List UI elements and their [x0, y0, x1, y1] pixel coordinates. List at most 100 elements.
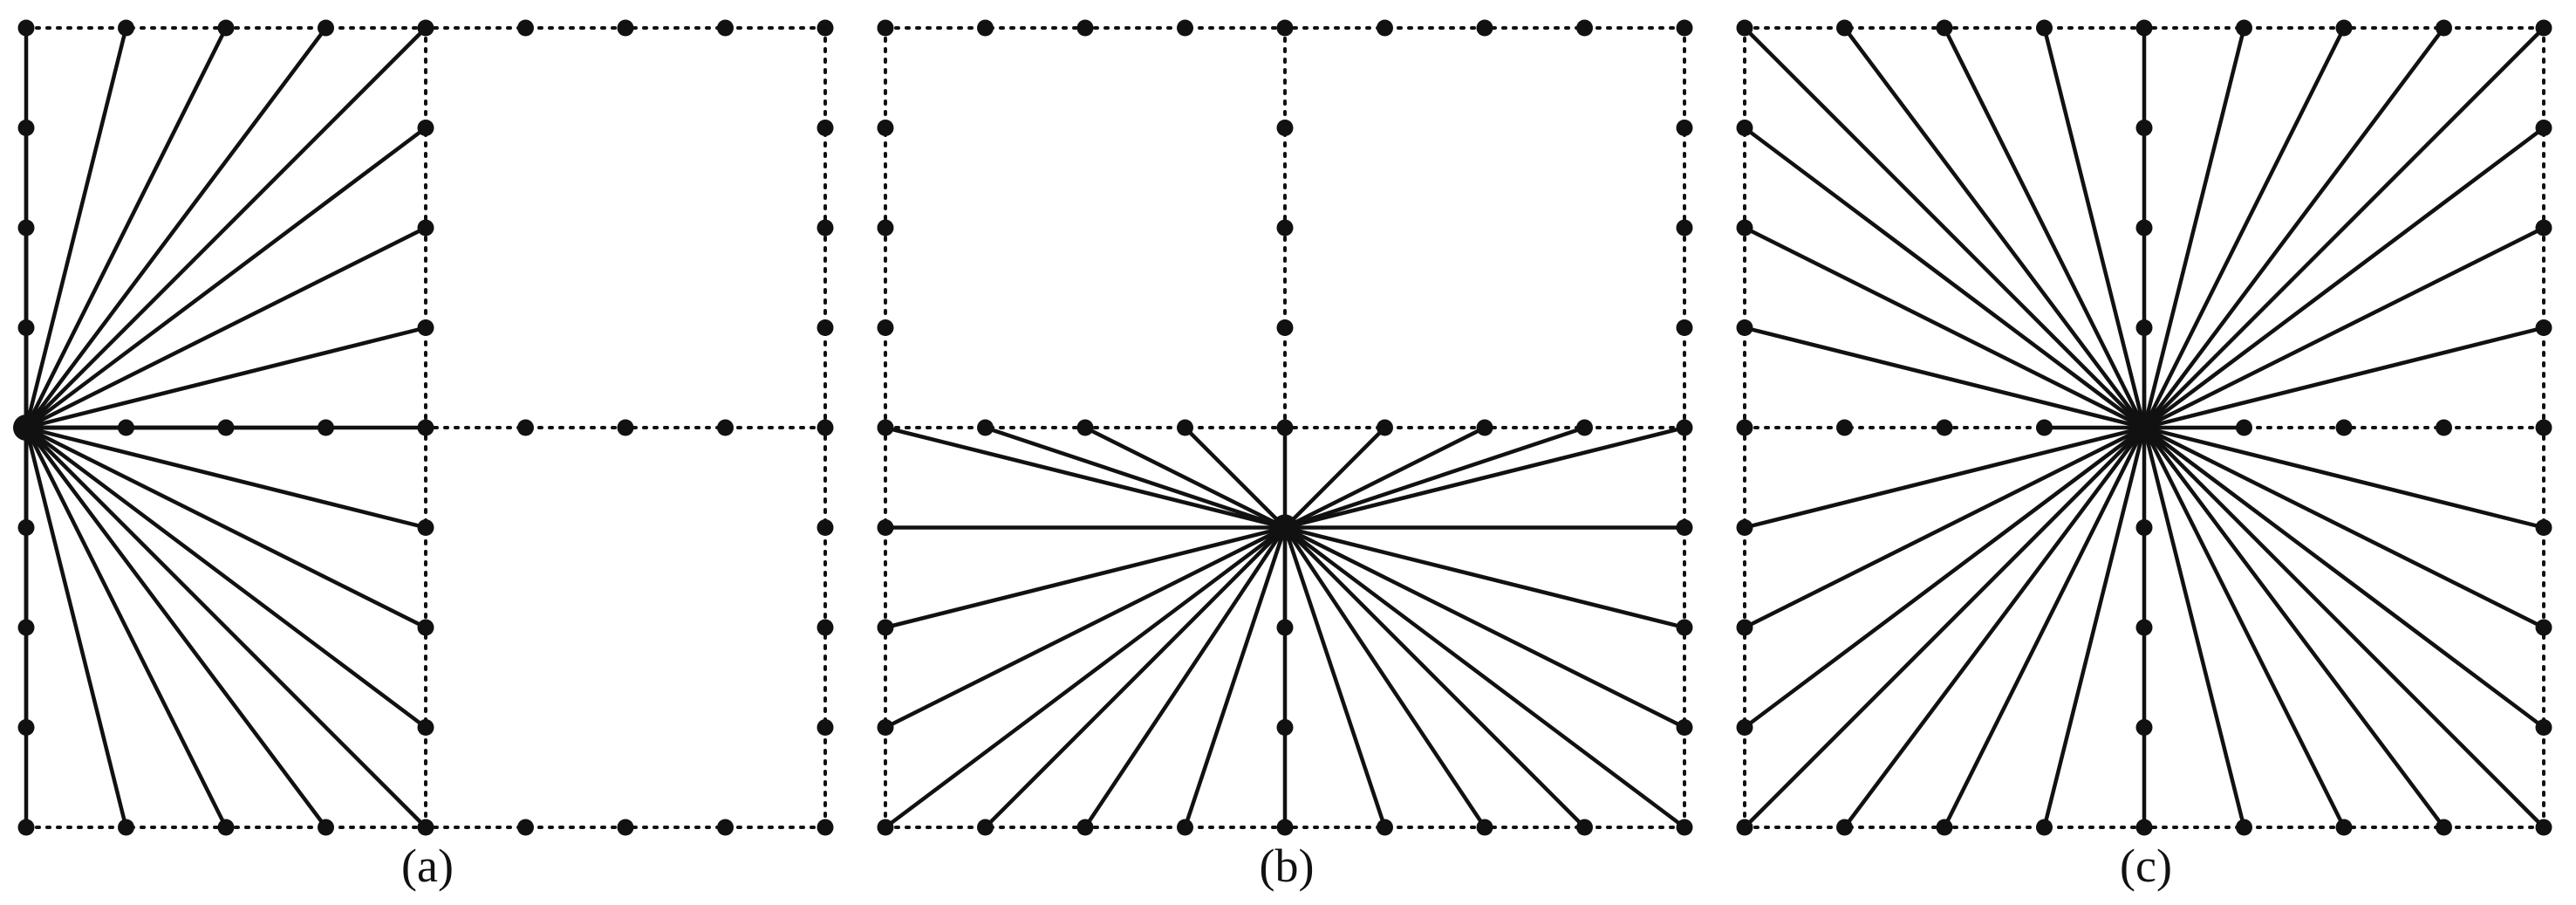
ray-line — [1942, 425, 2147, 830]
grid-point — [1476, 19, 1493, 37]
panel-b — [877, 19, 1693, 836]
center-point — [2131, 415, 2157, 441]
ray-line — [883, 525, 1288, 630]
ray-line — [24, 326, 428, 430]
grid-point — [1276, 619, 1294, 636]
grid-point — [1676, 819, 1693, 836]
ray-line — [2142, 25, 2446, 430]
grid-point — [2535, 19, 2552, 37]
grid-point — [717, 419, 734, 436]
grid-point — [1476, 419, 1493, 436]
ray-line — [2142, 326, 2546, 430]
grid-point — [877, 219, 894, 237]
grid-point — [1736, 219, 1753, 237]
grid-point — [1576, 419, 1593, 436]
grid-point — [417, 419, 434, 436]
ray-line — [1282, 525, 1687, 730]
ray-line — [883, 525, 1288, 730]
grid-point — [17, 519, 35, 536]
grid-point — [877, 719, 894, 736]
grid-point — [1476, 819, 1493, 836]
grid-point — [817, 19, 834, 37]
grid-point — [1276, 819, 1294, 836]
ray-line — [24, 425, 428, 830]
ray-line — [1742, 425, 2147, 730]
grid-point — [877, 19, 894, 37]
grid-point — [1076, 819, 1094, 836]
grid-point — [1676, 319, 1693, 336]
grid-point — [2436, 819, 2452, 836]
grid-point — [1736, 120, 1753, 136]
ray-line — [1282, 525, 1387, 830]
grid-point — [817, 419, 834, 436]
grid-point — [817, 120, 834, 136]
grid-point — [2135, 319, 2153, 336]
ray-line — [2142, 425, 2546, 830]
grid-point — [17, 719, 35, 736]
grid-point — [417, 719, 434, 736]
grid-point — [2535, 319, 2552, 336]
ray-line — [1183, 425, 1288, 530]
grid-point — [517, 419, 534, 436]
grid-point — [417, 619, 434, 636]
ray-line — [24, 425, 428, 730]
grid-point — [1736, 619, 1753, 636]
caption-c: (c) — [2120, 840, 2172, 892]
grid-point — [2135, 219, 2153, 237]
grid-point — [2135, 819, 2153, 836]
grid-point — [1676, 19, 1693, 37]
grid-point — [318, 819, 334, 836]
grid-point — [1276, 19, 1294, 37]
grid-point — [417, 319, 434, 336]
grid-point — [2535, 120, 2552, 136]
grid-point — [617, 419, 634, 436]
ray-line — [883, 525, 1288, 830]
ray-line — [983, 425, 1288, 530]
ray-line — [2142, 425, 2546, 730]
grid-point — [417, 819, 434, 836]
grid-point — [1736, 19, 1753, 37]
panel-a — [13, 19, 834, 836]
grid-point — [1377, 419, 1393, 436]
ray-line — [1742, 425, 2147, 530]
ray-line — [2042, 425, 2147, 830]
grid-point — [2036, 819, 2053, 836]
grid-point — [1076, 19, 1094, 37]
grid-point — [2236, 19, 2252, 37]
grid-point — [1676, 219, 1693, 237]
grid-point — [2535, 519, 2552, 536]
grid-point — [417, 219, 434, 237]
grid-point — [1576, 19, 1593, 37]
ray-line — [1083, 425, 1288, 530]
grid-point — [1676, 719, 1693, 736]
ray-line — [2142, 25, 2546, 430]
ray-line — [24, 425, 428, 630]
ray-line — [2142, 425, 2446, 830]
grid-point — [318, 19, 334, 37]
grid-point — [1377, 19, 1393, 37]
ray-line — [1083, 525, 1288, 830]
grid-point — [877, 319, 894, 336]
grid-point — [977, 819, 994, 836]
grid-point — [2135, 619, 2153, 636]
grid-point — [1377, 819, 1393, 836]
ray-line — [24, 425, 229, 830]
ray-line — [1742, 25, 2147, 430]
grid-point — [417, 120, 434, 136]
grid-point — [417, 19, 434, 37]
ray-line — [1742, 425, 2147, 830]
grid-point — [1936, 19, 1953, 37]
ray-line — [24, 25, 128, 430]
grid-point — [2335, 19, 2353, 37]
ray-line — [1282, 525, 1687, 830]
ray-line — [24, 25, 328, 430]
grid-point — [2335, 419, 2353, 436]
ray-line — [1842, 425, 2147, 830]
grid-point — [817, 719, 834, 736]
grid-point — [977, 19, 994, 37]
grid-point — [17, 120, 35, 136]
ray-line — [883, 425, 1288, 530]
ray-line — [1742, 326, 2147, 430]
ray-line — [1282, 425, 1587, 530]
grid-point — [1736, 819, 1753, 836]
